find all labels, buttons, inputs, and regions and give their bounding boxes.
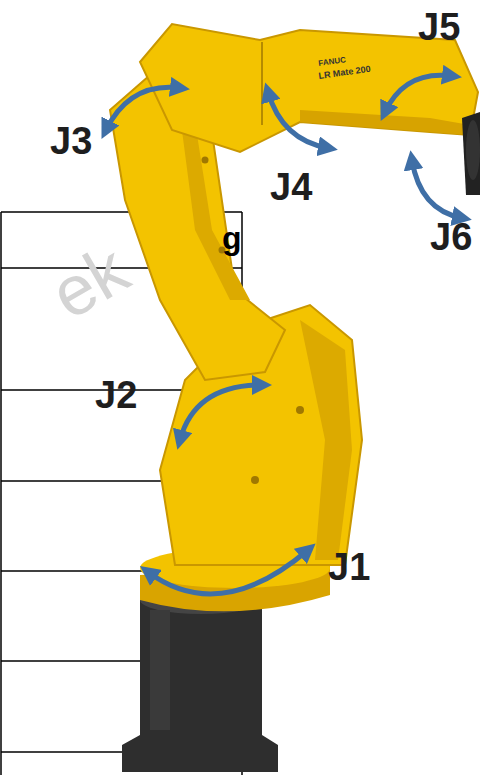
joint-label: J1	[328, 548, 370, 586]
table-cell: g	[222, 222, 242, 254]
joint-label: J6	[430, 218, 472, 256]
joint-label: J2	[95, 376, 137, 414]
joint-arrows	[106, 75, 462, 594]
robot-end-flange	[462, 112, 480, 195]
watermark: ek	[40, 233, 139, 331]
robot-pedestal	[122, 586, 278, 772]
joint-label: J4	[270, 168, 312, 206]
joint-label: J5	[418, 8, 460, 46]
joint-label: J3	[50, 122, 92, 160]
